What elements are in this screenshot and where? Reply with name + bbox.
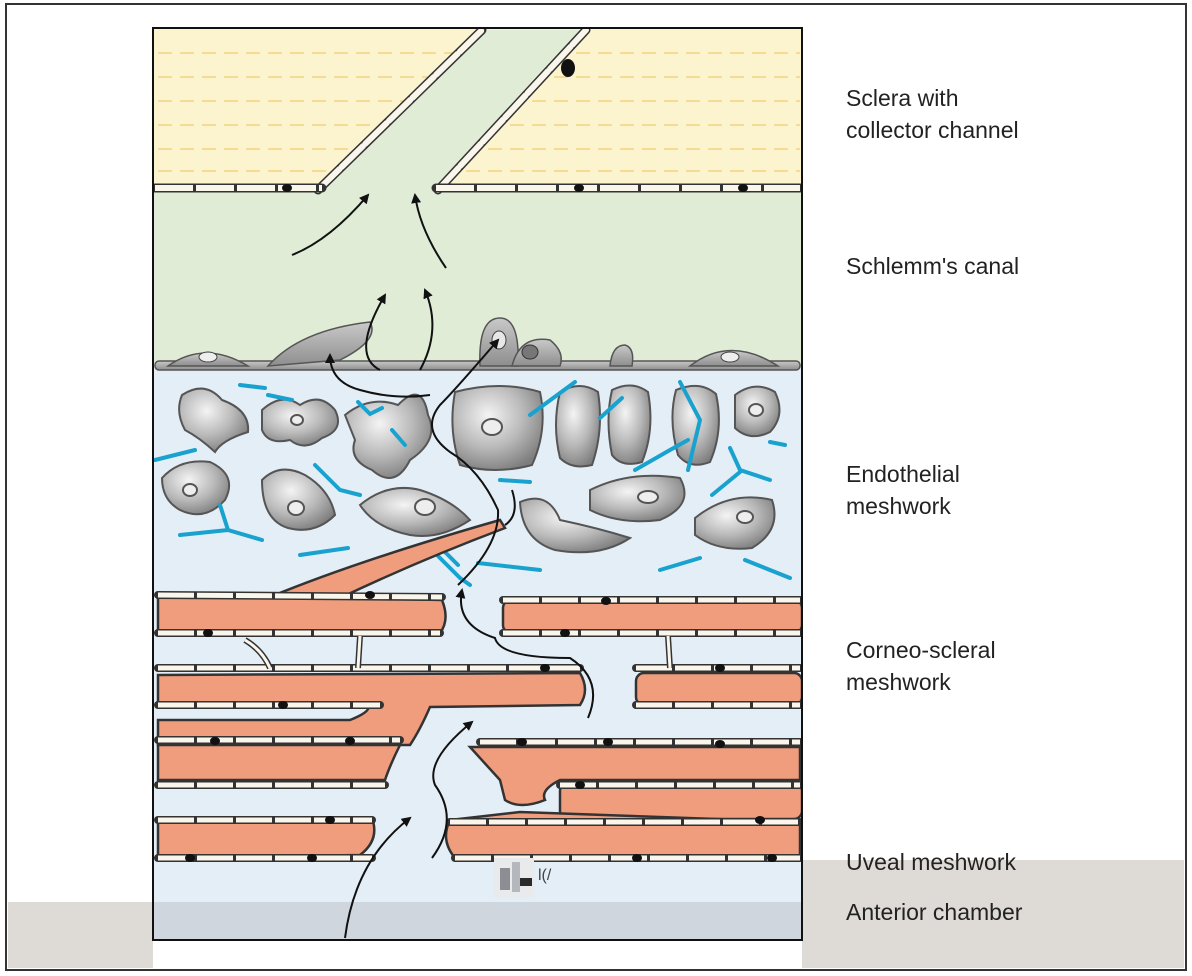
- chamber-band-right: [802, 860, 1184, 968]
- diagram-panel: [153, 28, 802, 940]
- label-endothelial-line1: Endothelial: [846, 461, 960, 487]
- collector-channel: [318, 30, 580, 192]
- label-chamber: Anterior chamber: [846, 899, 1023, 925]
- label-endothelial: Endothelial meshwork: [846, 458, 960, 522]
- label-corneo-line2: meshwork: [846, 669, 951, 695]
- svg-text:l(/: l(/: [538, 867, 552, 884]
- diagram-panel-border: [152, 27, 803, 941]
- label-corneo-line1: Corneo-scleral: [846, 637, 996, 663]
- small-artifact: l(/: [494, 858, 552, 898]
- label-schlemm: Schlemm's canal: [846, 253, 1020, 279]
- chamber-band-left: [8, 902, 153, 968]
- connecting-strands: [243, 635, 673, 670]
- label-sclera: Sclera with collector channel: [846, 82, 1019, 146]
- elastic-fibers: [153, 380, 792, 587]
- label-endothelial-line2: meshwork: [846, 493, 951, 519]
- beam-nuclei: [185, 591, 777, 862]
- beam-endothelium-inner: [157, 592, 800, 861]
- schlemm-canal-region: [153, 188, 802, 366]
- label-sclera-line1: Sclera with: [846, 85, 959, 111]
- aqueous-flow-arrows: [291, 193, 595, 939]
- label-uveal: Uveal meshwork: [846, 849, 1016, 875]
- endothelial-cells: [160, 384, 781, 554]
- label-sclera-line2: collector channel: [846, 117, 1019, 143]
- scleral-endothelium: [153, 183, 802, 193]
- label-corneo: Corneo-scleral meshwork: [846, 634, 996, 698]
- anterior-chamber-strip: [153, 902, 802, 940]
